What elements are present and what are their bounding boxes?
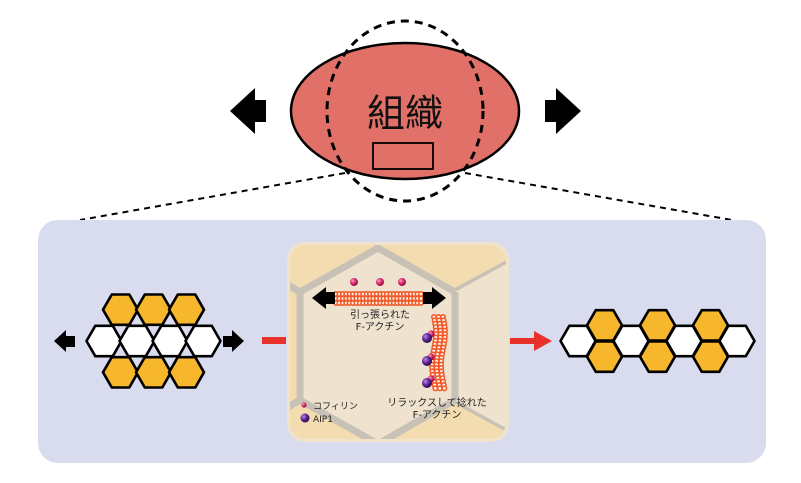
- tissue-group: 組織: [230, 19, 581, 203]
- legend-cofilin-label: コフィリン: [313, 402, 358, 412]
- cofilin: [398, 278, 406, 286]
- aip1: [422, 356, 432, 366]
- honeycomb-right-arrow-icon: [223, 330, 244, 352]
- actin-monomer: [441, 385, 448, 392]
- aip1-group: [422, 330, 435, 388]
- zoom-region-box: [372, 142, 434, 170]
- cofilin: [376, 278, 384, 286]
- connector-line: [262, 337, 286, 344]
- stretched-f-actin: [332, 290, 424, 306]
- relaxed-label-line1: リラックスして捻れた: [387, 396, 486, 409]
- zoom-guide-left: [79, 172, 346, 221]
- cell-yellow: [167, 293, 206, 327]
- honeycomb-after: [559, 308, 756, 374]
- legend-aip1-icon: [300, 413, 310, 423]
- cell-yellow: [101, 293, 140, 327]
- left-stretch-arrow-icon: [230, 88, 266, 134]
- cell-detail-box: 引っ張られた F-アクチン リラックスして捻れた F-アクチン コフィリン AI…: [287, 242, 509, 442]
- right-stretch-arrow-icon: [545, 88, 581, 134]
- cell-yellow: [101, 355, 140, 389]
- actin-right-arrow-icon: [423, 287, 446, 309]
- honeycomb-before: [85, 293, 222, 389]
- relaxed-label-line2: F-アクチン: [413, 409, 462, 421]
- cell-white: [184, 324, 222, 358]
- relaxed-f-actin: [429, 313, 448, 392]
- stretched-label-line1: 引っ張られた: [350, 309, 410, 321]
- honeycomb-left-arrow-icon: [54, 330, 75, 352]
- stretched-label-line2: F-アクチン: [356, 321, 405, 333]
- actin-monomer: [417, 299, 424, 306]
- result-arrow-icon: [510, 331, 552, 351]
- cofilin: [350, 278, 358, 286]
- cofilin-group: [350, 278, 406, 286]
- aip1: [422, 378, 432, 388]
- tissue-label: 組織: [367, 92, 443, 136]
- cell-white: [718, 324, 756, 358]
- cell-yellow: [167, 355, 206, 389]
- cell-white: [151, 324, 189, 358]
- cell-yellow: [134, 293, 173, 327]
- legend: コフィリン AIP1: [300, 402, 358, 425]
- deformed-tissue-outline: [325, 19, 485, 203]
- actin-left-arrow-icon: [312, 287, 335, 309]
- legend-cofilin-icon: [301, 402, 307, 408]
- cell-white: [85, 324, 123, 358]
- cell-yellow: [134, 355, 173, 389]
- legend-aip1-label: AIP1: [313, 415, 333, 425]
- aip1: [422, 333, 432, 343]
- tissue-ellipse: [289, 41, 521, 181]
- zoom-guide-right: [464, 172, 733, 221]
- cell-white: [118, 324, 156, 358]
